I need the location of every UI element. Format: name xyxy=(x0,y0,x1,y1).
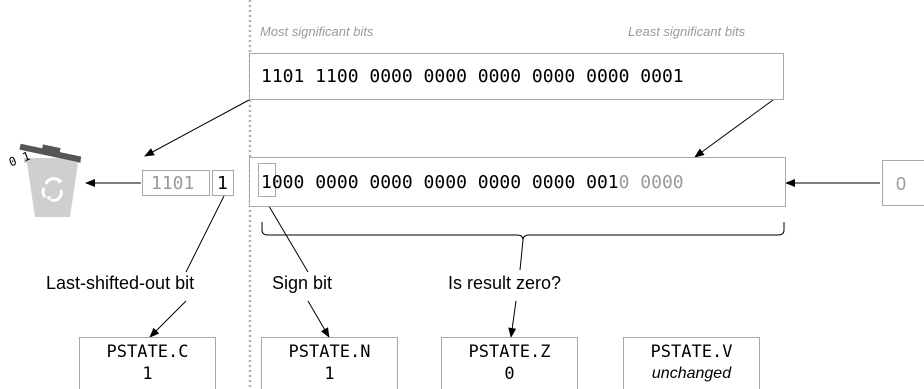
line-last-bit-label xyxy=(185,195,225,273)
last-shifted-bit: 1 xyxy=(217,173,228,194)
pstate-c-box: PSTATE.C 1 xyxy=(79,337,216,389)
lsb-header: Least significant bits xyxy=(628,24,746,39)
line-brace-label xyxy=(519,239,524,271)
pstate-c-value: 1 xyxy=(142,364,153,384)
pstate-v-name: PSTATE.V xyxy=(650,342,733,362)
label-is-result-zero: Is result zero? xyxy=(448,273,562,293)
discarded-bits-box: 1101 xyxy=(142,170,210,196)
trash-can-recycle-icon xyxy=(19,143,82,217)
msb-header: Most significant bits xyxy=(260,24,374,39)
pstate-v-value: unchanged xyxy=(651,365,732,382)
arrow-to-pstate-c xyxy=(149,300,187,338)
sign-bit-box xyxy=(258,163,276,197)
output-main-bits: 000 0000 0000 0000 0000 0000 001 xyxy=(271,172,619,193)
trash-lid-bits: 0 1 xyxy=(7,149,32,170)
pstate-v-box: PSTATE.V unchanged xyxy=(623,337,760,389)
pstate-z-box: PSTATE.Z 0 xyxy=(441,337,578,389)
output-register-box: 1000 0000 0000 0000 0000 0000 0010 0000 xyxy=(249,157,786,207)
fill-input-value: 0 xyxy=(896,174,907,194)
pstate-c-name: PSTATE.C xyxy=(106,342,189,362)
output-sign-bit: 1 xyxy=(261,172,272,193)
last-shifted-bit-box: 1 xyxy=(212,170,234,196)
result-brace xyxy=(261,222,785,241)
input-register-box: 1101 1100 0000 0000 0000 0000 0000 0001 xyxy=(249,53,784,100)
arrow-to-pstate-z xyxy=(508,300,517,338)
pstate-z-name: PSTATE.Z xyxy=(468,342,551,362)
discarded-bits: 1101 xyxy=(151,173,195,194)
arrow-to-output-lsb xyxy=(694,99,774,158)
arrow-to-pstate-n xyxy=(307,300,330,338)
pstate-n-name: PSTATE.N xyxy=(288,342,371,362)
pstate-z-value: 0 xyxy=(504,364,515,384)
output-register-value: 1000 0000 0000 0000 0000 0000 0010 0000 xyxy=(261,173,684,193)
label-last-shifted-out-bit: Last-shifted-out bit xyxy=(46,273,195,293)
fill-input-box: 0 xyxy=(882,160,924,206)
line-sign-bit-label xyxy=(262,195,309,273)
pstate-n-box: PSTATE.N 1 xyxy=(261,337,398,389)
pstate-n-value: 1 xyxy=(324,364,335,384)
label-sign-bit: Sign bit xyxy=(272,273,333,293)
arrow-to-shifted-out xyxy=(144,99,250,157)
output-shifted-in-bits: 0 0000 xyxy=(618,172,684,193)
input-register-value: 1101 1100 0000 0000 0000 0000 0000 0001 xyxy=(261,66,684,87)
